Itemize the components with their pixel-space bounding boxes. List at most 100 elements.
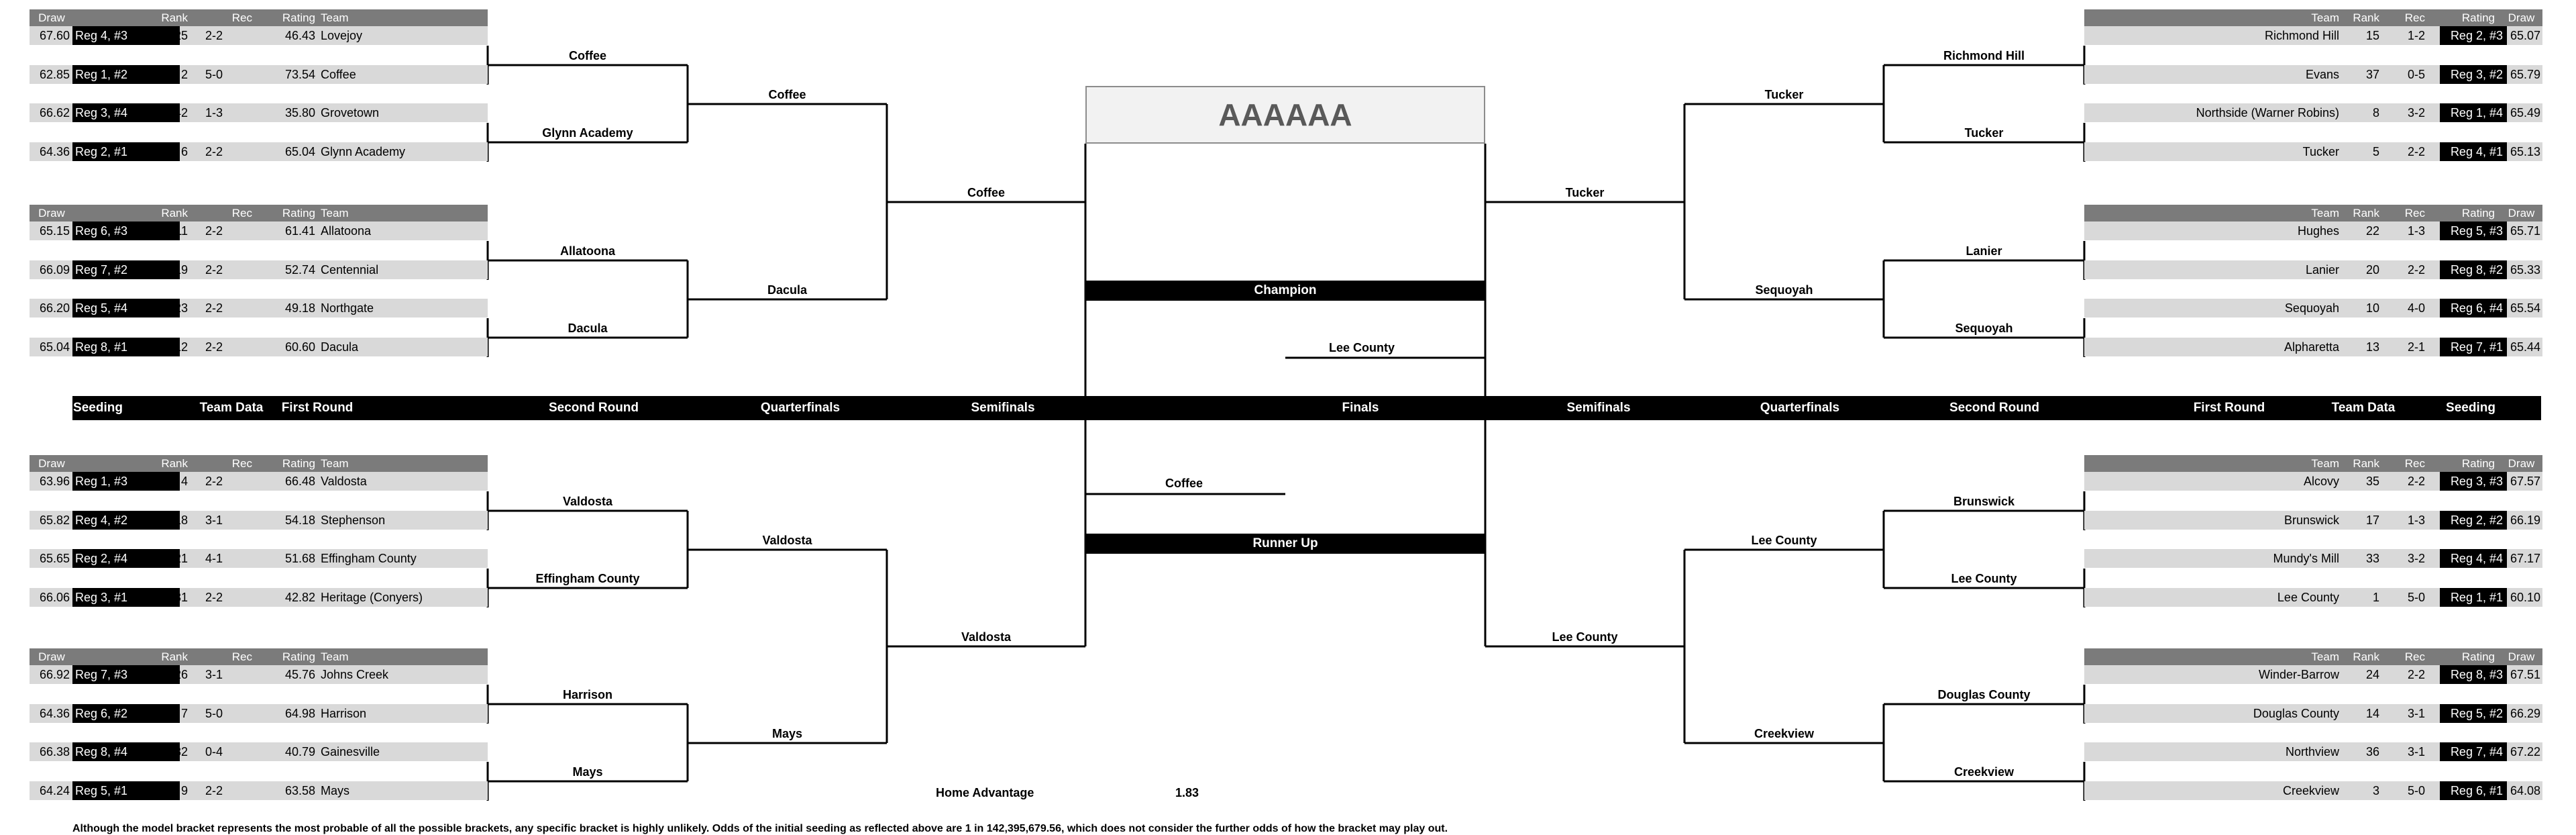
record-value: 3-1	[205, 513, 223, 527]
header-draw: Draw	[2508, 207, 2535, 219]
right-quarterfinal-winner: Sequoyah	[1755, 283, 1813, 297]
rating-value: 73.54	[284, 68, 315, 81]
seed-badge: Reg 4, #1	[2440, 142, 2507, 161]
rank-value: 23	[174, 301, 188, 315]
left-second-round-winner: Effingham County	[535, 572, 640, 585]
team-name: Dacula	[321, 340, 359, 354]
rank-value: 36	[2365, 745, 2379, 758]
record-value: 2-1	[2407, 340, 2425, 354]
rating-value: 35.80	[284, 106, 315, 119]
team-name: Creekview	[2282, 784, 2339, 797]
rank-value: 21	[174, 552, 188, 565]
draw-value: 65.49	[2510, 106, 2540, 119]
team-name: Richmond Hill	[2264, 29, 2339, 42]
rank-value: 4	[180, 475, 188, 488]
draw-value: 65.71	[2510, 224, 2540, 238]
round-label-seeding-right: Seeding	[2446, 401, 2496, 415]
record-value: 2-2	[205, 475, 223, 488]
right-second-round-winner: Sequoyah	[1955, 322, 2013, 335]
round-label-second-round-left: Second Round	[548, 401, 639, 415]
record-value: 1-3	[2407, 224, 2425, 238]
draw-value: 65.65	[39, 552, 70, 565]
header-rating: Rating	[2461, 650, 2495, 663]
header-draw: Draw	[2508, 457, 2535, 470]
draw-value: 64.24	[39, 784, 70, 797]
round-label-seeding-left: Seeding	[73, 401, 123, 415]
right-semifinal-winner: Tucker	[1565, 186, 1605, 199]
rank-value: 37	[2365, 68, 2379, 81]
seed-badge: Reg 1, #4	[2440, 103, 2507, 122]
header-draw: Draw	[2508, 11, 2535, 24]
rank-value: 2	[180, 68, 188, 81]
team-name: Alpharetta	[2284, 340, 2339, 354]
left-second-round-winner: Valdosta	[562, 495, 613, 508]
round-label-team-data-right: Team Data	[2331, 401, 2396, 415]
rank-value: 33	[2365, 552, 2379, 565]
rank-value: 42	[174, 106, 188, 119]
record-value: 5-0	[205, 68, 223, 81]
rank-value: 10	[2365, 301, 2379, 315]
right-quarterfinal-winner: Lee County	[1751, 534, 1817, 547]
record-value: 2-2	[205, 784, 223, 797]
rating-value: 51.68	[284, 552, 315, 565]
left-second-round-winner: Allatoona	[559, 244, 615, 258]
record-value: 3-1	[2407, 745, 2425, 758]
team-name: Effingham County	[321, 552, 417, 565]
round-label-semifinals-right: Semifinals	[1566, 401, 1631, 415]
rank-value: 12	[174, 340, 188, 354]
draw-value: 65.15	[39, 224, 70, 238]
rank-value: 1	[2372, 591, 2379, 604]
record-value: 2-2	[205, 301, 223, 315]
draw-value: 65.04	[39, 340, 70, 354]
header-rank: Rank	[2353, 457, 2379, 470]
round-label-second-round-right: Second Round	[1949, 401, 2040, 415]
rating-value: 61.41	[284, 224, 315, 238]
record-value: 2-2	[205, 224, 223, 238]
seed-badge: Reg 6, #2	[72, 704, 180, 723]
record-value: 2-2	[2407, 475, 2425, 488]
rating-value: 45.76	[284, 668, 315, 681]
header-rec: Rec	[2404, 650, 2425, 663]
left-quarterfinal-winner: Coffee	[768, 88, 806, 101]
rating-value: 40.79	[284, 745, 315, 758]
header-team: Team	[321, 11, 349, 24]
seed-badge: Reg 4, #2	[72, 511, 180, 530]
right-second-round-winner: Creekview	[1953, 765, 2015, 779]
left-quarterfinal-winner: Valdosta	[762, 534, 812, 547]
header-rec: Rec	[231, 457, 252, 470]
record-value: 3-1	[2407, 707, 2425, 720]
header-team: Team	[2311, 650, 2339, 663]
round-label-bar: Seeding Team Data First Round Second Rou…	[72, 396, 2541, 420]
draw-value: 66.29	[2510, 707, 2540, 720]
draw-value: 66.06	[39, 591, 70, 604]
header-rec: Rec	[2404, 11, 2425, 24]
right-semifinal-winner: Lee County	[1552, 630, 1618, 644]
right-quarterfinal-winner: Tucker	[1764, 88, 1804, 101]
record-value: 3-2	[2407, 106, 2425, 119]
header-rating: Rating	[2461, 457, 2495, 470]
seed-badge: Reg 8, #3	[2440, 665, 2507, 684]
record-value: 2-2	[205, 591, 223, 604]
right-second-round-winner: Douglas County	[1937, 688, 2031, 701]
header-rank: Rank	[161, 457, 188, 470]
header-rating: Rating	[2461, 11, 2495, 24]
record-value: 2-2	[2407, 145, 2425, 158]
draw-value: 64.08	[2510, 784, 2540, 797]
rank-value: 24	[2365, 668, 2379, 681]
team-name: Glynn Academy	[321, 145, 406, 158]
team-name: Brunswick	[2284, 513, 2339, 527]
left-quarterfinal-winner: Dacula	[767, 283, 808, 297]
rating-value: 66.48	[284, 475, 315, 488]
team-name: Douglas County	[2253, 707, 2339, 720]
